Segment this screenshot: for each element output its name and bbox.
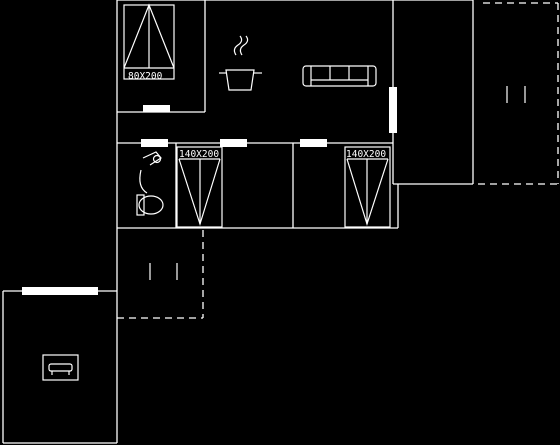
steaming-pot-icon (219, 35, 262, 91)
bed-size-label-small: 80X200 (128, 71, 163, 82)
doors (22, 87, 397, 295)
door-living-east (389, 87, 397, 133)
terrace-chairs-lower (149, 263, 178, 280)
outer-walls (116, 0, 474, 443)
bed-double-left (176, 146, 223, 228)
washbasin-icon (136, 151, 164, 216)
door-bedroom-right (300, 139, 327, 147)
sofa-icon (302, 65, 377, 87)
door-garage (22, 287, 98, 295)
door-small-bedroom (143, 105, 170, 112)
bed-double-right (344, 146, 391, 228)
bed-size-label-left: 140X200 (179, 149, 219, 160)
door-bathroom (141, 139, 168, 147)
bed-small-symbol (123, 3, 175, 80)
terrace-chairs-right (506, 86, 526, 103)
door-bedroom-left (220, 139, 247, 147)
interior-walls (117, 0, 393, 228)
car-icon (42, 354, 79, 381)
bed-size-label-right: 140X200 (346, 149, 386, 160)
dashed-outlines (117, 2, 559, 319)
